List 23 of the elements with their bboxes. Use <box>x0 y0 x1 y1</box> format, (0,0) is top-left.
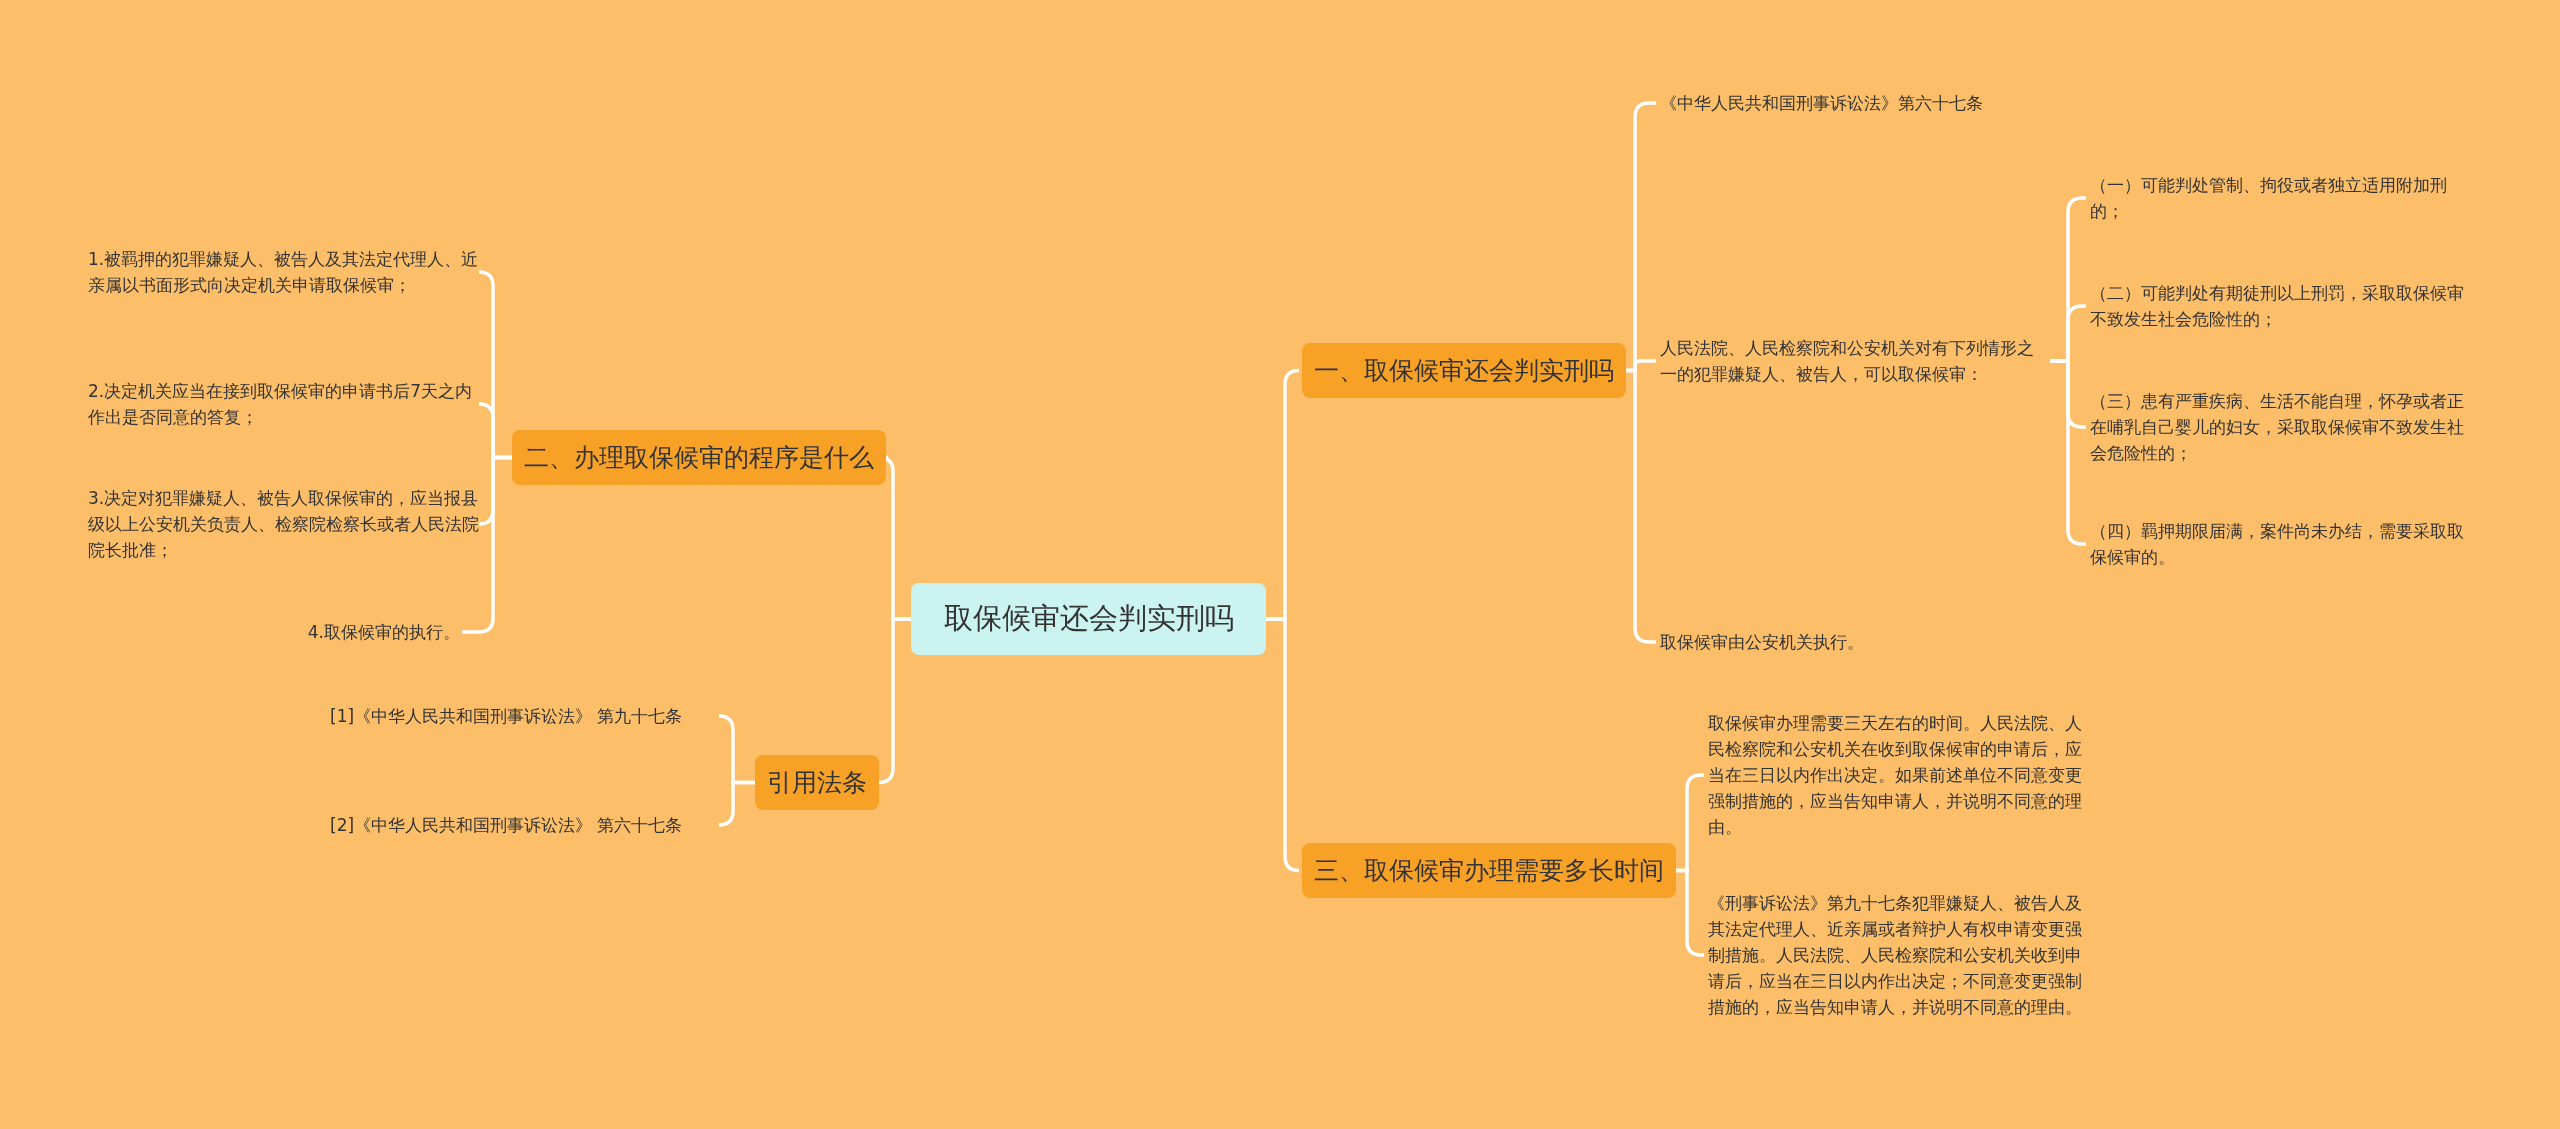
connector-line <box>1266 617 1301 873</box>
topic-box: 一、取保候审还会判实刑吗 <box>1302 343 1626 398</box>
topic-box: 引用法条 <box>755 755 879 810</box>
topic-text: 3.决定对犯罪嫌疑人、被告人取保候审的，应当报县级以上公安机关负责人、检察院检察长或者人民法院院长批准； <box>88 485 480 563</box>
topic-text: 2.决定机关应当在接到取保候审的申请书后7天之内作出是否同意的答复； <box>88 378 480 430</box>
topic-text: 《刑事诉讼法》第九十七条犯罪嫌疑人、被告人及其法定代理人、近亲属或者辩护人有权申请变更强制措施。人民法院、人民检察院和公安机关收到申请后，应当在三日以内作出决定；不同意变更强制措施的，应当告知申请人，并说明不同意的理由。 <box>1708 890 2098 1020</box>
topic-box: 三、取保候审办理需要多长时间 <box>1302 843 1676 898</box>
topic-text: 4.取保候审的执行。 <box>88 619 460 645</box>
topic-box: 二、办理取保候审的程序是什么 <box>512 430 886 485</box>
topic-text: 《中华人民共和国刑事诉讼法》第六十七条 <box>1660 90 2080 116</box>
topic-text: （三）患有严重疾病、生活不能自理，怀孕或者正在哺乳自己婴儿的妇女，采取取保候审不致发生社会危险性的； <box>2090 388 2480 466</box>
topic-text: （二）可能判处有期徒刑以上刑罚，采取取保候审不致发生社会危险性的； <box>2090 280 2480 332</box>
topic-text: 取保候审由公安机关执行。 <box>1660 629 2050 655</box>
root-topic-box: 取保候审还会判实刑吗 <box>911 583 1266 655</box>
connector-line <box>877 617 911 785</box>
topic-text: 取保候审办理需要三天左右的时间。人民法院、人民检察院和公安机关在收到取保候审的申请后，应当在三日以内作出决定。如果前述单位不同意变更强制措施的，应当告知申请人，并说明不同意的理由。 <box>1708 710 2098 840</box>
topic-text: （四）羁押期限届满，案件尚未办结，需要采取取保候审的。 <box>2090 518 2480 570</box>
connector-line <box>717 780 755 827</box>
topic-text: 人民法院、人民检察院和公安机关对有下列情形之一的犯罪嫌疑人、被告人，可以取保候审： <box>1660 335 2050 387</box>
topic-text: [1]《中华人民共和国刑事诉讼法》 第九十七条 <box>330 703 720 729</box>
topic-text: [2]《中华人民共和国刑事诉讼法》 第六十七条 <box>330 812 720 838</box>
topic-text: 1.被羁押的犯罪嫌疑人、被告人及其法定代理人、近亲属以书面形式向决定机关申请取保候审； <box>88 246 480 298</box>
topic-text: （一）可能判处管制、拘役或者独立适用附加刑的； <box>2090 172 2480 224</box>
